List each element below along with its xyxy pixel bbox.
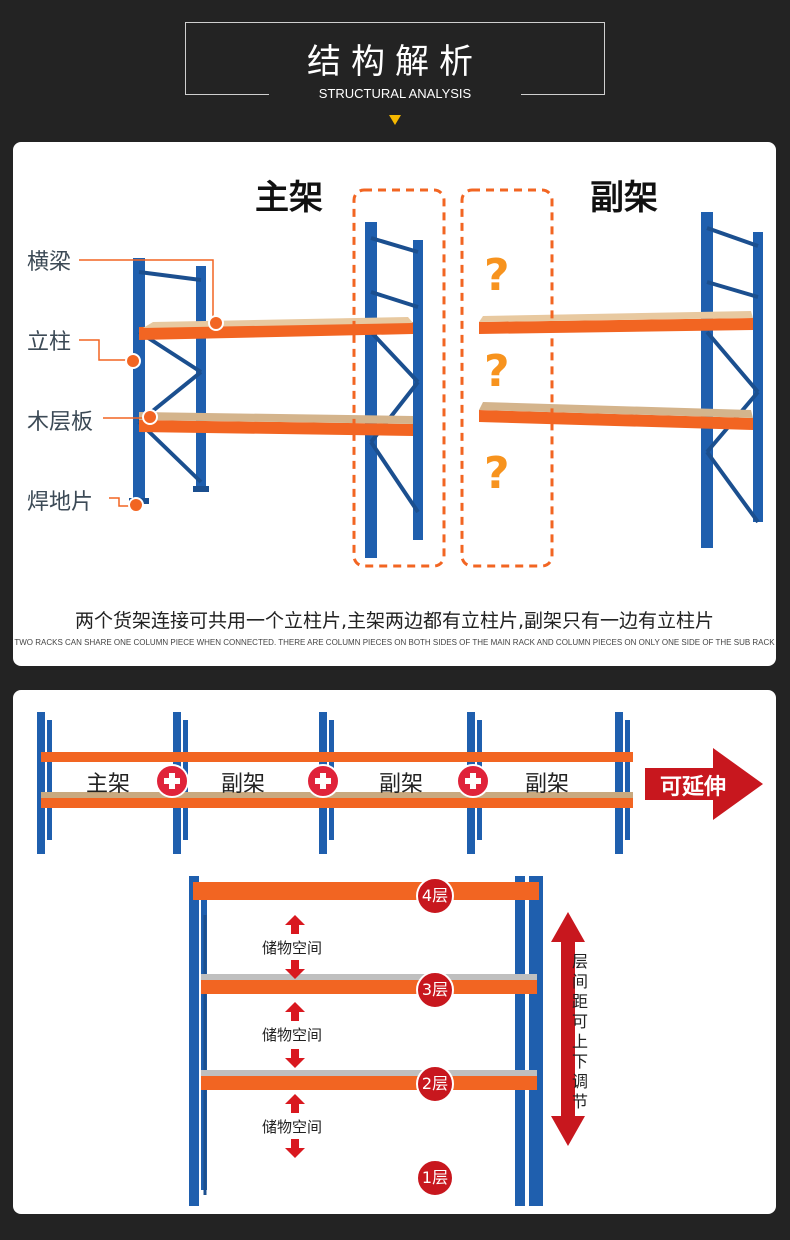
- main-rack-left-column: [129, 258, 209, 504]
- extension-label-main: 主架: [86, 772, 131, 797]
- level-badge-3: 3层: [421, 980, 449, 999]
- level-badge-1: 1层: [421, 1168, 449, 1187]
- plus-icon: [155, 764, 189, 798]
- storage-space-label: 储物空间: [262, 939, 323, 957]
- header-line-left: [185, 94, 269, 95]
- question-mark: ?: [484, 448, 510, 499]
- storage-space-label: 储物空间: [262, 1118, 323, 1136]
- extendable-label: 可延伸: [660, 775, 727, 800]
- sub-rack-right-column: [701, 212, 763, 548]
- question-mark: ?: [484, 346, 510, 397]
- part-label-base-plate: 焊地片: [27, 490, 94, 515]
- plus-icon: [456, 764, 490, 798]
- plus-icon: [306, 764, 340, 798]
- header-line-right: [521, 94, 605, 95]
- question-mark: ?: [484, 250, 510, 301]
- storage-space-label: 储物空间: [262, 1026, 323, 1044]
- down-arrow-icon: [389, 115, 401, 125]
- header-frame: [185, 22, 605, 94]
- section-title: 结构解析: [307, 42, 483, 82]
- caption-cn: 两个货架连接可共用一个立柱片,主架两边都有立柱片,副架只有一边有立柱片: [74, 610, 715, 632]
- main-rack-title: 主架: [255, 178, 323, 218]
- level-badge-2: 2层: [421, 1074, 449, 1093]
- rack-extension-diagram: [37, 712, 763, 1206]
- rack-structure-diagram: [79, 188, 763, 568]
- shared-middle-column: [365, 222, 423, 558]
- extension-label-sub: 副架: [221, 772, 266, 797]
- extension-label-sub: 副架: [525, 772, 570, 797]
- part-label-column: 立柱: [27, 330, 72, 355]
- adjustable-spacing-text: 层 间 距 可 上 下 调 节: [571, 952, 588, 1111]
- part-label-wood-board: 木层板: [27, 410, 94, 435]
- sub-rack-title: 副架: [590, 178, 658, 218]
- part-label-beam: 横梁: [27, 250, 72, 275]
- extension-label-sub: 副架: [379, 772, 424, 797]
- caption-en: TWO RACKS CAN SHARE ONE COLUMN PIECE WHE…: [14, 638, 775, 647]
- level-badge-4: 4层: [421, 886, 449, 905]
- adjust-arrow-icon: [551, 912, 585, 1146]
- section-subtitle: STRUCTURAL ANALYSIS: [318, 86, 472, 101]
- extend-arrow-icon: [645, 748, 763, 820]
